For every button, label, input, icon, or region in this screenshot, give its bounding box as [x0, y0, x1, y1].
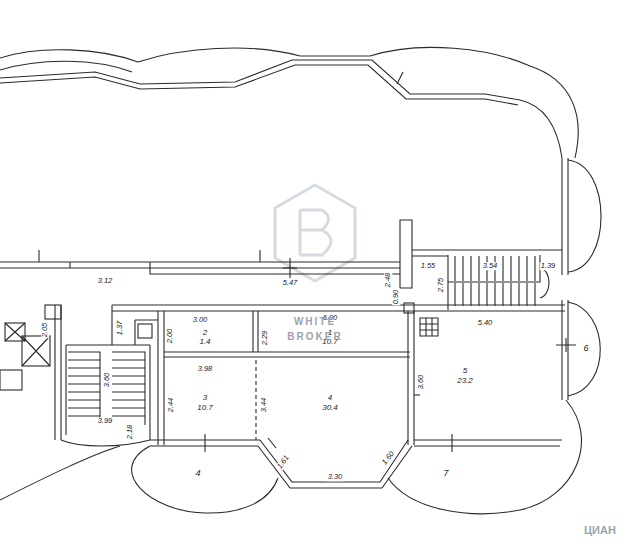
- dimension-label: 3.12: [97, 277, 114, 285]
- room-number: 5: [463, 367, 467, 375]
- dimension-label: 3.30: [327, 473, 344, 481]
- room-area: 1.4: [199, 338, 210, 346]
- dimension-label: 3.98: [197, 365, 214, 373]
- dimension-label: 3.60: [417, 374, 425, 391]
- dimension-label: 2.29: [261, 330, 269, 347]
- balcony-number: 7: [443, 469, 448, 478]
- dimension-label: 2.18: [126, 424, 134, 441]
- watermark: ЦИАН: [584, 525, 616, 536]
- dimension-label: 2.48: [384, 272, 392, 289]
- dimension-label: 3.54: [482, 262, 499, 270]
- dimension-label: 3.00: [192, 316, 209, 324]
- dimension-label: 1.37: [116, 320, 124, 337]
- dimension-label: 1.55: [420, 262, 437, 270]
- dimension-label: 2.00: [166, 328, 174, 345]
- dimension-label: 1.39: [540, 262, 557, 270]
- dimension-label: 2.05: [41, 322, 49, 339]
- dimension-label: 3.44: [260, 397, 268, 414]
- dimension-label: 3.60: [103, 372, 111, 389]
- room-area: 10.7: [197, 404, 213, 412]
- dimension-label: 5.47: [282, 279, 299, 287]
- dimension-label: 1.61: [275, 453, 291, 471]
- balcony-number: 4: [195, 469, 200, 478]
- dimension-label: 2.44: [167, 397, 175, 414]
- room-area: 23.2: [457, 377, 473, 385]
- balcony-number: 6: [583, 344, 588, 353]
- dimension-label: 3.99: [97, 417, 114, 425]
- dimension-label: 0.90: [392, 289, 400, 306]
- dimension-label: 5.40: [477, 319, 494, 327]
- room-number: 4: [328, 394, 332, 402]
- room-number: 3: [203, 394, 207, 402]
- room-number: 2: [203, 329, 207, 337]
- dimension-label: 2.75: [437, 277, 445, 294]
- room-area: 30.4: [322, 404, 338, 412]
- dimension-label: 1.60: [380, 449, 396, 467]
- watermark: BROKER: [287, 332, 342, 342]
- watermark: WHITE: [294, 317, 336, 327]
